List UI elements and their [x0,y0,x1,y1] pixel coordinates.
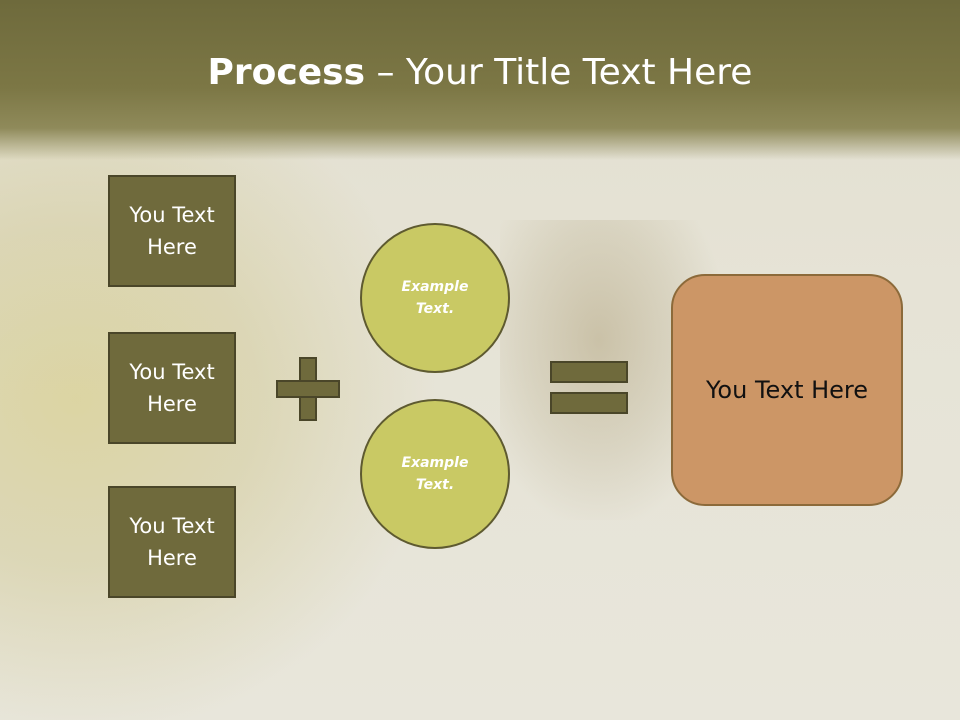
slide-title: Process – Your Title Text Here [0,52,960,93]
example-circle-1: Example Text. [360,223,510,373]
example-circle-2: Example Text. [360,399,510,549]
input-box-2: You Text Here [108,332,236,444]
input-box-1: You Text Here [108,175,236,287]
equals-icon [550,361,628,415]
title-band [0,0,960,160]
title-bold-part: Process [207,52,366,93]
plus-icon [276,357,340,421]
input-box-3: You Text Here [108,486,236,598]
result-box: You Text Here [671,274,903,506]
title-rest-part: – Your Title Text Here [365,52,753,93]
